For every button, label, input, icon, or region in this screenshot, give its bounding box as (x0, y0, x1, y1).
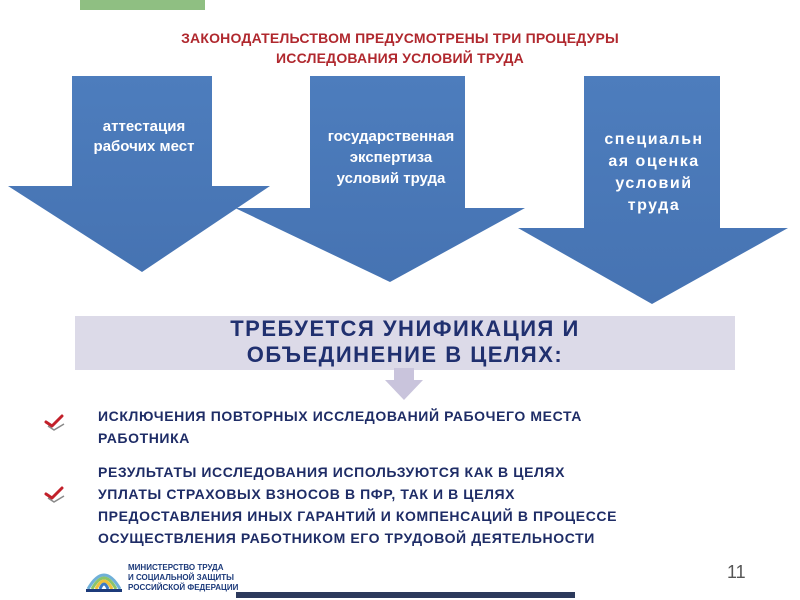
small-down-arrow-icon (385, 368, 423, 400)
top-accent-bar (80, 0, 205, 10)
arrow-1-icon (8, 76, 270, 272)
organization-name: МИНИСТЕРСТВО ТРУДА И СОЦИАЛЬНОЙ ЗАЩИТЫ Р… (128, 563, 239, 592)
arrow-2-icon (235, 76, 525, 282)
banner-line-1: ТРЕБУЕТСЯ УНИФИКАЦИЯ И (230, 316, 580, 341)
unification-banner: ТРЕБУЕТСЯ УНИФИКАЦИЯ И ОБЪЕДИНЕНИЕ В ЦЕЛ… (75, 316, 735, 370)
slide-title: ЗАКОНОДАТЕЛЬСТВОМ ПРЕДУСМОТРЕНЫ ТРИ ПРОЦ… (0, 28, 800, 68)
bullet-item: РЕЗУЛЬТАТЫ ИССЛЕДОВАНИЯ ИСПОЛЬЗУЮТСЯ КАК… (98, 464, 618, 546)
procedure-label-special-assessment: специальн ая оценка условий труда (604, 131, 704, 214)
footer-divider-notch (575, 590, 585, 600)
bullet-item: ИСКЛЮЧЕНИЯ ПОВТОРНЫХ ИССЛЕДОВАНИЙ РАБОЧЕ… (98, 408, 582, 446)
title-line-2: ИССЛЕДОВАНИЯ УСЛОВИЙ ТРУДА (276, 50, 524, 66)
checkmark-icon (44, 414, 65, 431)
checkmark-icon (44, 486, 65, 503)
procedure-label-state-expertise: государственная экспертиза условий труда (327, 128, 455, 187)
page-number: 11 (727, 562, 746, 582)
ministry-logo-icon (86, 573, 122, 592)
arrow-3-icon (518, 76, 788, 304)
banner-line-2: ОБЪЕДИНЕНИЕ В ЦЕЛЯХ: (246, 342, 564, 367)
footer-divider (236, 592, 582, 598)
procedure-label-attestation: аттестация рабочих мест (93, 118, 195, 155)
title-line-1: ЗАКОНОДАТЕЛЬСТВОМ ПРЕДУСМОТРЕНЫ ТРИ ПРОЦ… (181, 30, 619, 46)
